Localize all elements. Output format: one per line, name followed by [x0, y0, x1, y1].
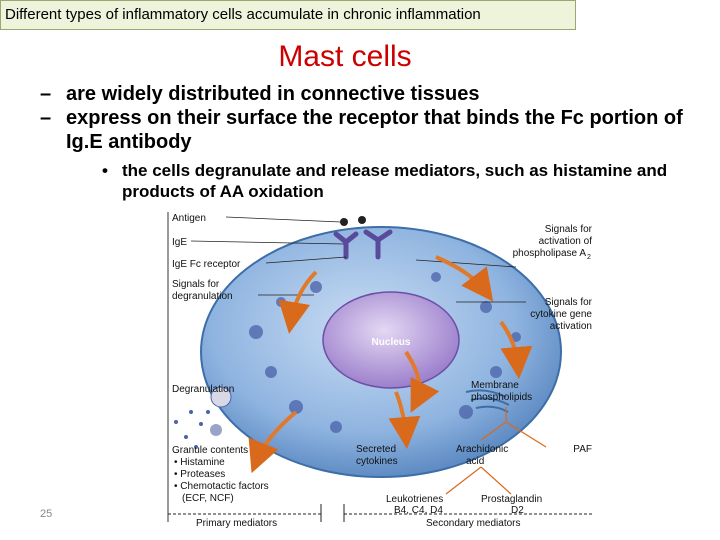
- label-signals-degranulation-2: degranulation: [172, 291, 233, 302]
- ige-receptors: [333, 229, 393, 260]
- label-secondary-mediators: Secondary mediators: [426, 518, 521, 529]
- mast-cell-figure: Antigen IgE IgE Fc receptor Signals for …: [167, 212, 594, 529]
- label-nucleus: Nucleus: [372, 337, 411, 348]
- slide-title: Mast cells: [278, 40, 412, 73]
- mast-cell-diagram: Antigen IgE IgE Fc receptor Signals for …: [166, 212, 596, 532]
- label-granule-1: • Histamine: [174, 457, 225, 468]
- label-leukotrienes: Leukotrienes: [386, 494, 443, 505]
- label-granule-4: (ECF, NCF): [182, 493, 234, 504]
- label-signals-pla2-1: Signals for: [545, 224, 593, 235]
- bullet-list: are widely distributed in connective tis…: [40, 82, 700, 202]
- label-prostaglandin: Prostaglandin: [481, 494, 542, 505]
- page-number: 25: [40, 508, 53, 520]
- label-arachidonic-2: acid: [466, 456, 484, 467]
- bullet-item: are widely distributed in connective tis…: [40, 82, 700, 106]
- label-ige: IgE: [172, 237, 187, 248]
- label-antigen: Antigen: [172, 213, 206, 224]
- label-prostaglandin-sub: D2: [511, 505, 524, 516]
- label-granule-2: • Proteases: [174, 469, 225, 480]
- label-signals-pla2-sub: 2: [587, 254, 591, 261]
- label-primary-mediators: Primary mediators: [196, 518, 277, 529]
- released-granules: [174, 386, 232, 449]
- label-granule-3: • Chemotactic factors: [174, 481, 269, 492]
- label-signals-degranulation-1: Signals for: [172, 279, 220, 290]
- label-membrane-1: Membrane: [471, 380, 519, 391]
- label-ige-fc-receptor: IgE Fc receptor: [172, 259, 241, 270]
- label-leukotrienes-sub: B4, C4, D4: [394, 505, 443, 516]
- nucleus: [322, 291, 460, 389]
- label-membrane-2: phospholipids: [471, 392, 532, 403]
- label-signals-cytokine-1: Signals for: [545, 297, 593, 308]
- sub-bullet-item: the cells degranulate and release mediat…: [96, 160, 682, 202]
- slide-header: Different types of inflammatory cells ac…: [0, 0, 576, 30]
- label-signals-cytokine-3: activation: [550, 321, 592, 332]
- bullet-item: express on their surface the receptor th…: [40, 106, 700, 154]
- label-degranulation: Degranulation: [172, 384, 234, 395]
- label-signals-pla2-3: phospholipase A: [513, 248, 587, 259]
- label-secreted-2: cytokines: [356, 456, 398, 467]
- label-secreted-1: Secreted: [356, 444, 396, 455]
- label-signals-pla2-2: activation of: [539, 236, 593, 247]
- label-paf: PAF: [573, 444, 592, 455]
- signal-arrows: [248, 255, 533, 474]
- slide-header-text: Different types of inflammatory cells ac…: [5, 6, 481, 23]
- label-arachidonic-1: Arachidonic: [456, 444, 508, 455]
- label-granule-title: Granule contents: [172, 445, 248, 456]
- label-signals-cytokine-2: cytokine gene: [530, 309, 592, 320]
